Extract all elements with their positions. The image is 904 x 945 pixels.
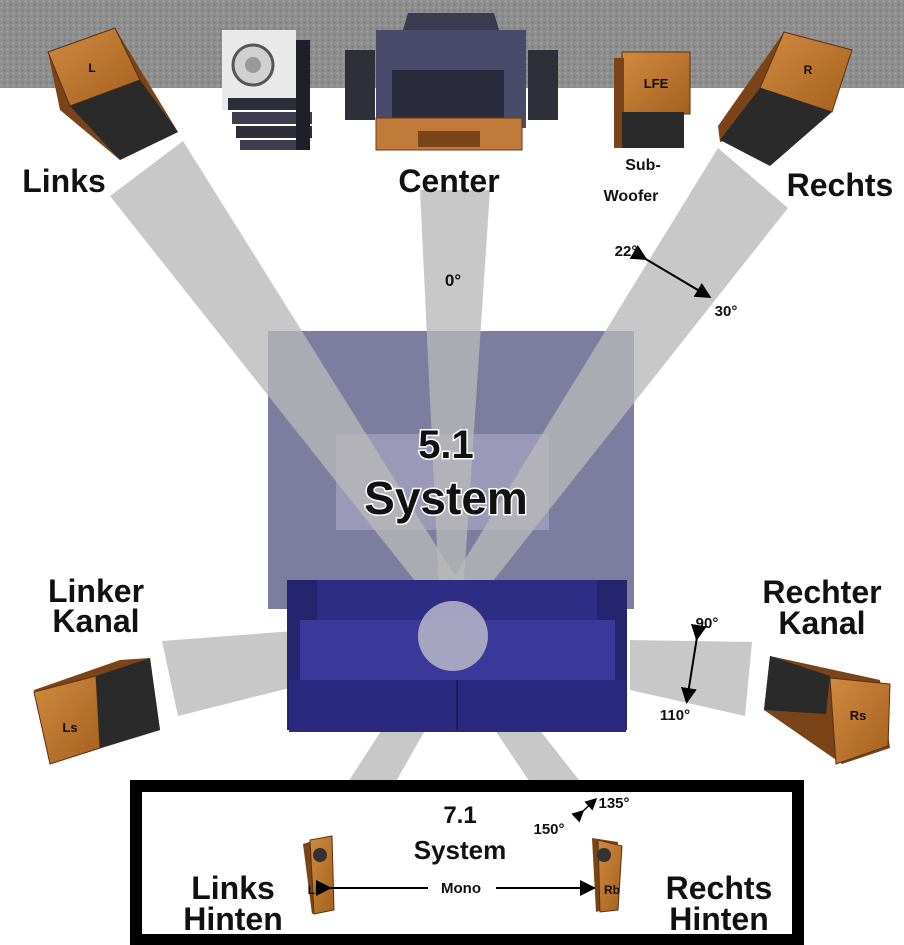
label-rechts: Rechts: [787, 167, 894, 203]
angle-90: 90°: [696, 615, 719, 632]
speaker-lfe: LFE: [614, 51, 691, 148]
label-woofer: Woofer: [604, 188, 659, 205]
beam-left-front: [110, 141, 470, 610]
label-linker: Linker: [48, 573, 144, 609]
rear-angle-arrow: [571, 797, 598, 823]
speaker-badge-r: R: [804, 63, 813, 77]
label-links-hinten-1: Links: [191, 870, 275, 906]
system51-label: System: [364, 472, 528, 524]
label-links-hinten-2: Hinten: [183, 901, 283, 937]
angle-30: 30°: [715, 303, 738, 320]
frame-71: [130, 780, 804, 945]
system51-number: 5.1: [418, 423, 474, 467]
front-angle-arrow: [629, 244, 712, 299]
speaker-badge-rb: Rb: [604, 883, 620, 897]
label-links: Links: [22, 163, 106, 199]
angle-22: 22°: [615, 243, 638, 260]
mono-label: Mono: [441, 880, 481, 897]
system71-label: System: [414, 835, 507, 865]
angle-110: 110°: [660, 707, 690, 724]
angle-150: 150°: [533, 821, 564, 838]
speaker-right-surround: Rs: [764, 656, 891, 765]
speaker-left-front: L: [47, 27, 178, 160]
label-center: Center: [398, 163, 499, 199]
speaker-badge-rs: Rs: [850, 708, 867, 723]
listener-position: [418, 601, 488, 671]
sofa: [287, 580, 627, 732]
speaker-left-surround: Ls: [33, 658, 160, 765]
label-rechts-hinten-2: Hinten: [669, 901, 769, 937]
label-kanal-left: Kanal: [52, 603, 139, 639]
speaker-badge-lfe: LFE: [644, 76, 669, 91]
label-sub: Sub-: [625, 157, 661, 174]
label-kanal-right: Kanal: [778, 605, 865, 641]
side-angle-arrow: [680, 623, 707, 704]
beam-center: [420, 190, 490, 610]
angle-135: 135°: [598, 795, 629, 812]
av-receiver: [222, 30, 312, 150]
speaker-badge-ls: Ls: [62, 720, 77, 735]
speaker-badge-lb: Lb: [308, 883, 323, 897]
label-rechter: Rechter: [762, 574, 881, 610]
center-tv: [345, 13, 558, 151]
speaker-right-front: R: [718, 31, 853, 166]
angle-center: 0°: [445, 271, 461, 290]
speaker-badge-l: L: [88, 61, 95, 75]
label-rechts-hinten-1: Rechts: [666, 870, 773, 906]
system71-number: 7.1: [443, 802, 476, 829]
speaker-right-back: Rb: [592, 838, 623, 913]
